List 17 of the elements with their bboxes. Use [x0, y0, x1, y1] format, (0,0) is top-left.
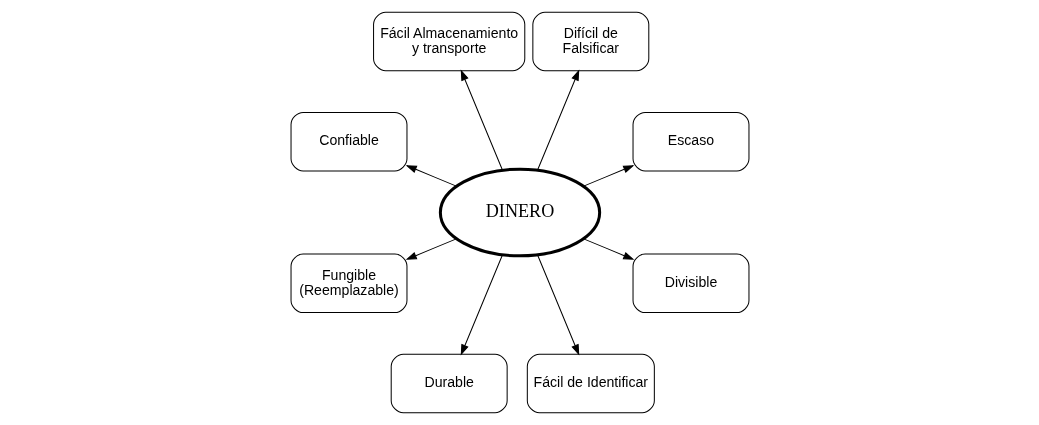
arrow	[405, 165, 457, 187]
arrow	[536, 254, 579, 356]
node-box: Confiable	[290, 111, 407, 172]
node-ellipse: DINERO	[438, 167, 601, 258]
node-box: Difícil de Falsificar	[531, 11, 649, 72]
node-box: Escaso	[632, 111, 749, 172]
arrow	[405, 238, 457, 260]
arrow	[536, 69, 579, 171]
arrow	[460, 69, 503, 171]
arrow	[582, 238, 634, 260]
arrow	[582, 165, 634, 187]
node-box: Divisible	[632, 253, 749, 314]
node-box: Fácil de Identificar	[526, 353, 655, 414]
arrow	[460, 254, 503, 356]
node-box: Durable	[390, 353, 508, 414]
node-box: Fungible (Reemplazable)	[290, 253, 407, 314]
node-box: Fácil Almacenamiento y transporte	[372, 11, 525, 72]
